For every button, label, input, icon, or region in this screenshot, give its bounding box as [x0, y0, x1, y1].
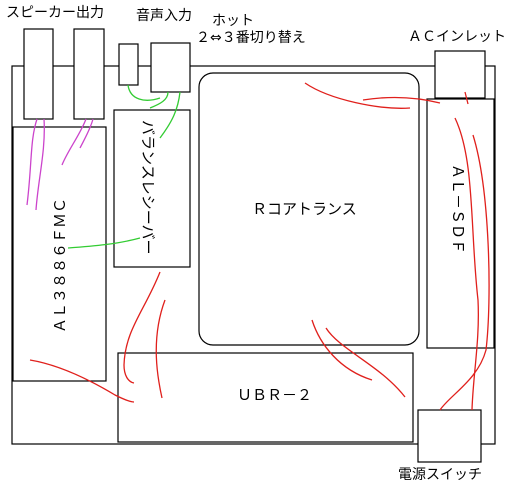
transformer [198, 72, 420, 346]
label-amp-module: ＡＬ３８８６ＦＭＣ [51, 198, 69, 333]
speaker-wire [26, 118, 38, 206]
label-hot-line2: ２⇔３番切り替え [196, 30, 306, 46]
label-speaker-out: スピーカー出力 [6, 5, 104, 21]
audio-input-jack [118, 43, 139, 86]
label-sdf-module: ＡＬ－ＳＤＦ [449, 164, 467, 254]
hot-switch [150, 42, 191, 93]
speaker-terminal-left [23, 28, 54, 120]
power-wire [464, 91, 469, 105]
speaker-wires [26, 118, 94, 211]
signal-wire [159, 91, 181, 139]
label-power-switch: 電源スイッチ [398, 467, 482, 483]
label-rectifier: ＵＢＲ－２ [237, 386, 312, 404]
signal-wire [149, 91, 169, 109]
signal-wires [67, 84, 181, 249]
speaker-wire [61, 118, 87, 166]
power-wire [362, 96, 441, 104]
label-balance-receiver: バランスレシーバー [139, 120, 157, 255]
label-audio-in: 音声入力 [136, 7, 192, 24]
label-transformer: Ｒコアトランス [252, 200, 357, 218]
ac-inlet [434, 50, 486, 99]
power-wire [439, 134, 490, 411]
power-wire [155, 299, 166, 399]
label-ac-inlet: ＡＣインレット [408, 29, 506, 45]
speaker-terminal-right [73, 28, 105, 120]
signal-wire [127, 84, 161, 101]
amp-module [12, 126, 107, 382]
label-hot-line1: ホット [212, 13, 254, 29]
power-wire [123, 271, 161, 384]
speaker-wire [35, 118, 45, 211]
power-wire [29, 359, 135, 403]
power-wire [304, 82, 411, 109]
sdf-module [426, 98, 495, 349]
speaker-wire [79, 118, 94, 149]
power-switch [417, 409, 482, 463]
signal-wire [67, 237, 141, 249]
power-wire [325, 327, 406, 398]
power-wires [29, 82, 490, 411]
rectifier [117, 352, 414, 443]
power-wire [311, 319, 373, 381]
